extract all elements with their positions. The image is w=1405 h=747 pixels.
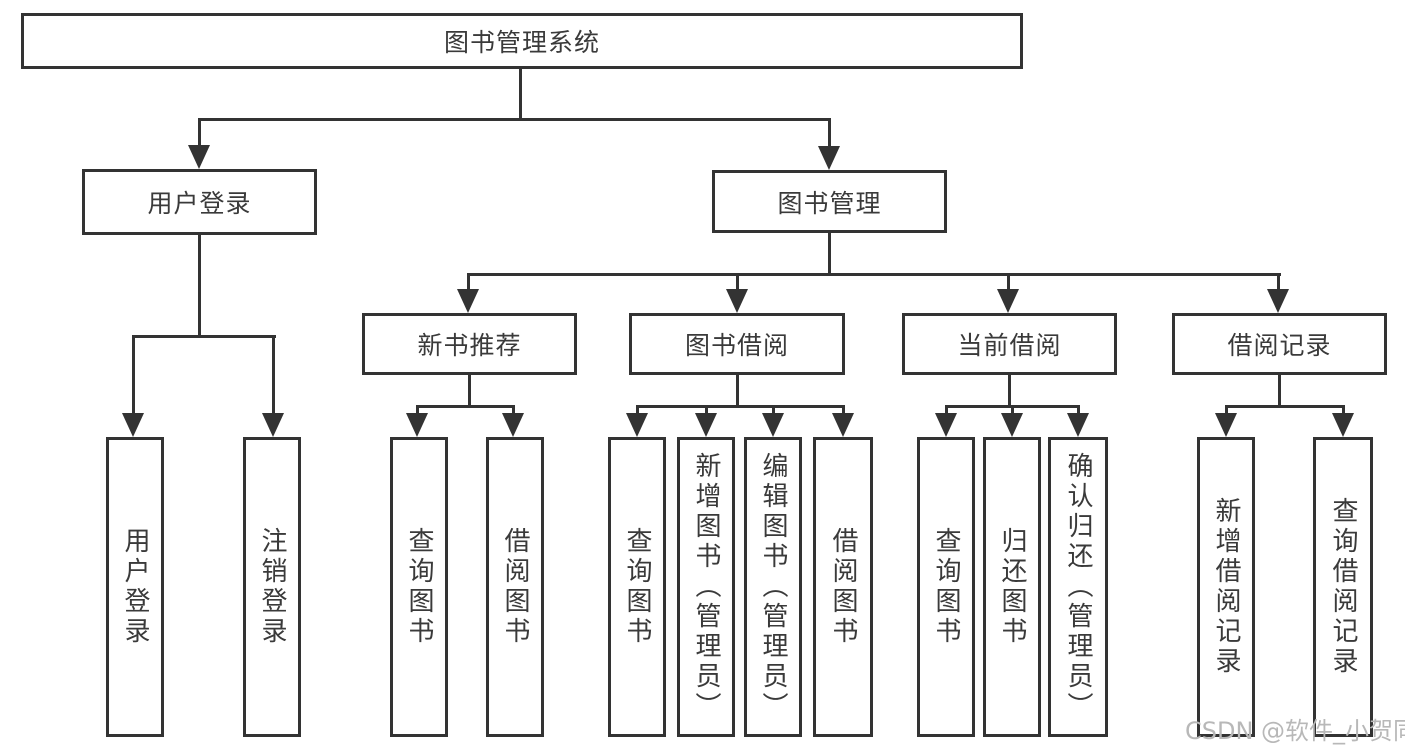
- connector-leaf: [842, 405, 845, 417]
- connector-leaf: [512, 405, 515, 417]
- arrowhead-current-borrowing: [997, 289, 1019, 313]
- arrowhead-leaf-user-login: [122, 413, 144, 437]
- node-label: 查询图书: [622, 527, 652, 647]
- connector-borrowing-records-stem: [1278, 375, 1281, 408]
- connector-new-book-hbar: [416, 405, 515, 408]
- connector-book-management-stem: [828, 233, 831, 276]
- node-label: 图书管理: [777, 188, 882, 218]
- arrowhead-leaf: [502, 413, 524, 437]
- connector-to-book-borrowing: [736, 273, 739, 291]
- arrowhead-new-book: [457, 289, 479, 313]
- arrowhead-leaf: [626, 413, 648, 437]
- node-current-borrowing: 当前借阅: [902, 313, 1117, 375]
- node-label: 注销登录: [257, 527, 287, 647]
- arrowhead-leaf: [935, 413, 957, 437]
- csdn-watermark: CSDN @软件_小贺同学: [1185, 717, 1405, 745]
- connector-leaf: [772, 405, 775, 417]
- connector-current-borrowing-stem: [1008, 375, 1011, 408]
- leaf-add-book-admin: 新增图书（管理员）: [677, 437, 735, 737]
- node-book-borrowing: 图书借阅: [629, 313, 845, 375]
- arrowhead-leaf: [1215, 413, 1237, 437]
- node-label: 用户登录: [147, 189, 252, 218]
- arrowhead-leaf: [406, 413, 428, 437]
- node-label: 借阅记录: [1227, 331, 1332, 360]
- connector-borrowing-records-hbar: [1225, 405, 1345, 408]
- node-label: 图书管理系统: [443, 28, 600, 57]
- node-label: 当前借阅: [957, 331, 1062, 360]
- connector-to-user-login: [198, 118, 201, 148]
- connector-root-stem: [519, 69, 522, 121]
- arrowhead-leaf: [832, 413, 854, 437]
- arrowhead-leaf: [1001, 413, 1023, 437]
- node-user-login: 用户登录: [82, 169, 317, 235]
- node-label: 归还图书: [997, 527, 1027, 647]
- leaf-confirm-return-admin: 确认归还（管理员）: [1048, 437, 1108, 737]
- connector-user-login-stem: [198, 235, 201, 338]
- leaf-query-books-borrowing: 查询图书: [608, 437, 666, 737]
- connector-leaf: [416, 405, 419, 417]
- arrowhead-book-management: [818, 146, 840, 170]
- connector-to-current-borrowing: [1007, 273, 1010, 291]
- connector-to-leaf-logout: [272, 335, 275, 415]
- node-label: 查询借阅记录: [1328, 497, 1358, 677]
- leaf-query-borrow-record: 查询借阅记录: [1313, 437, 1373, 737]
- connector-leaf: [636, 405, 639, 417]
- node-library-management-system: 图书管理系统: [21, 13, 1023, 69]
- node-label: 新增图书（管理员）: [691, 452, 721, 722]
- connector-new-book-stem: [468, 375, 471, 408]
- node-label: 确认归还（管理员）: [1063, 452, 1093, 722]
- leaf-borrow-books: 借阅图书: [813, 437, 873, 737]
- connector-book-management-hbar: [467, 273, 1281, 276]
- node-label: 查询图书: [404, 527, 434, 647]
- arrowhead-leaf: [695, 413, 717, 437]
- connector-leaf: [945, 405, 948, 417]
- leaf-logout: 注销登录: [243, 437, 301, 737]
- node-label: 用户登录: [120, 527, 150, 647]
- connector-leaf: [1077, 405, 1080, 417]
- node-label: 新书推荐: [417, 331, 522, 360]
- node-label: 借阅图书: [500, 527, 530, 647]
- leaf-user-login: 用户登录: [106, 437, 164, 737]
- arrowhead-user-login: [188, 145, 210, 169]
- leaf-query-books-recommend: 查询图书: [390, 437, 448, 737]
- node-label: 新增借阅记录: [1211, 497, 1241, 677]
- arrowhead-leaf-logout: [262, 413, 284, 437]
- connector-leaf: [1225, 405, 1228, 417]
- node-label: 编辑图书（管理员）: [758, 452, 788, 722]
- connector-user-login-hbar: [132, 335, 276, 338]
- connector-book-borrowing-stem: [736, 375, 739, 408]
- connector-leaf: [1342, 405, 1345, 417]
- connector-leaf: [705, 405, 708, 417]
- arrowhead-leaf: [1332, 413, 1354, 437]
- leaf-edit-book-admin: 编辑图书（管理员）: [744, 437, 802, 737]
- connector-root-hbar: [198, 118, 831, 121]
- arrowhead-book-borrowing: [726, 289, 748, 313]
- node-new-book-recommendation: 新书推荐: [362, 313, 577, 375]
- arrowhead-leaf: [1067, 413, 1089, 437]
- connector-book-borrowing-hbar: [636, 405, 845, 408]
- connector-leaf: [1011, 405, 1014, 417]
- node-label: 查询图书: [931, 527, 961, 647]
- leaf-borrow-books-recommend: 借阅图书: [486, 437, 544, 737]
- leaf-return-book: 归还图书: [983, 437, 1041, 737]
- node-book-management: 图书管理: [712, 170, 947, 233]
- connector-to-leaf-user-login: [132, 335, 135, 415]
- leaf-query-books-current: 查询图书: [917, 437, 975, 737]
- leaf-add-borrow-record: 新增借阅记录: [1197, 437, 1255, 737]
- arrowhead-borrowing-records: [1267, 289, 1289, 313]
- arrowhead-leaf: [762, 413, 784, 437]
- connector-to-borrowing-records: [1277, 273, 1280, 291]
- node-label: 借阅图书: [828, 527, 858, 647]
- node-borrowing-records: 借阅记录: [1172, 313, 1387, 375]
- connector-to-new-book: [467, 273, 470, 291]
- node-label: 图书借阅: [684, 331, 789, 360]
- connector-to-book-management: [828, 118, 831, 148]
